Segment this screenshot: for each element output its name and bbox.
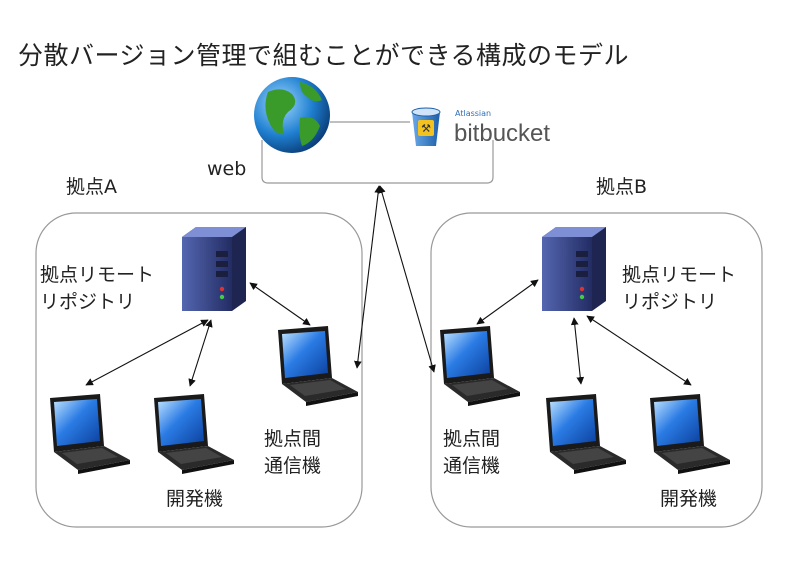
site-b-dev-label: 開発機 xyxy=(660,488,718,510)
web-bracket xyxy=(261,140,494,184)
diagram-title: 分散バージョン管理で組むことができる構成のモデル xyxy=(18,41,630,70)
site-b-dev-laptop-icon xyxy=(546,394,626,474)
site-a-server-label-line1: 拠点リモート xyxy=(40,264,155,286)
bitbucket-vendor: Atlassian xyxy=(455,109,491,118)
site-a-dev-laptop-icon xyxy=(154,394,234,474)
connection-arrows xyxy=(85,185,692,387)
site-b-server-label: 拠点リモート リポジトリ xyxy=(622,262,736,316)
site-b-relay-label-line2: 通信機 xyxy=(443,455,501,477)
site-b-server-icon xyxy=(542,227,606,311)
site-b-relay-label: 拠点間 通信機 xyxy=(443,426,500,480)
site-a-relay-label-line1: 拠点間 xyxy=(264,428,322,450)
bitbucket-name: bitbucket xyxy=(454,120,550,147)
site-a-dev-label: 開発機 xyxy=(166,488,224,510)
site-a-frame xyxy=(35,212,363,528)
site-b-server-label-line2: リポジトリ xyxy=(622,291,718,313)
web-label: web xyxy=(207,158,247,180)
site-a-server-label-line2: リポジトリ xyxy=(40,291,136,313)
site-a-server-icon xyxy=(182,227,246,311)
svg-text:⚒: ⚒ xyxy=(421,122,431,135)
site-a-relay-laptop-icon xyxy=(278,326,358,406)
site-a-label: 拠点A xyxy=(66,176,117,198)
globe-icon xyxy=(254,77,330,153)
site-a-dev-laptop-icon xyxy=(50,394,130,474)
site-a-server-label: 拠点リモート リポジトリ xyxy=(40,262,154,316)
site-b-server-label-line1: 拠点リモート xyxy=(622,264,737,286)
site-b-dev-laptop-icon xyxy=(650,394,730,474)
site-a-relay-label-line2: 通信機 xyxy=(264,455,322,477)
site-b-label: 拠点B xyxy=(596,176,648,198)
site-b-relay-laptop-icon xyxy=(440,326,520,406)
site-a-relay-label: 拠点間 通信機 xyxy=(264,426,321,480)
bitbucket-logo: ⚒ Atlassian bitbucket xyxy=(411,107,550,147)
site-b-relay-label-line1: 拠点間 xyxy=(443,428,501,450)
